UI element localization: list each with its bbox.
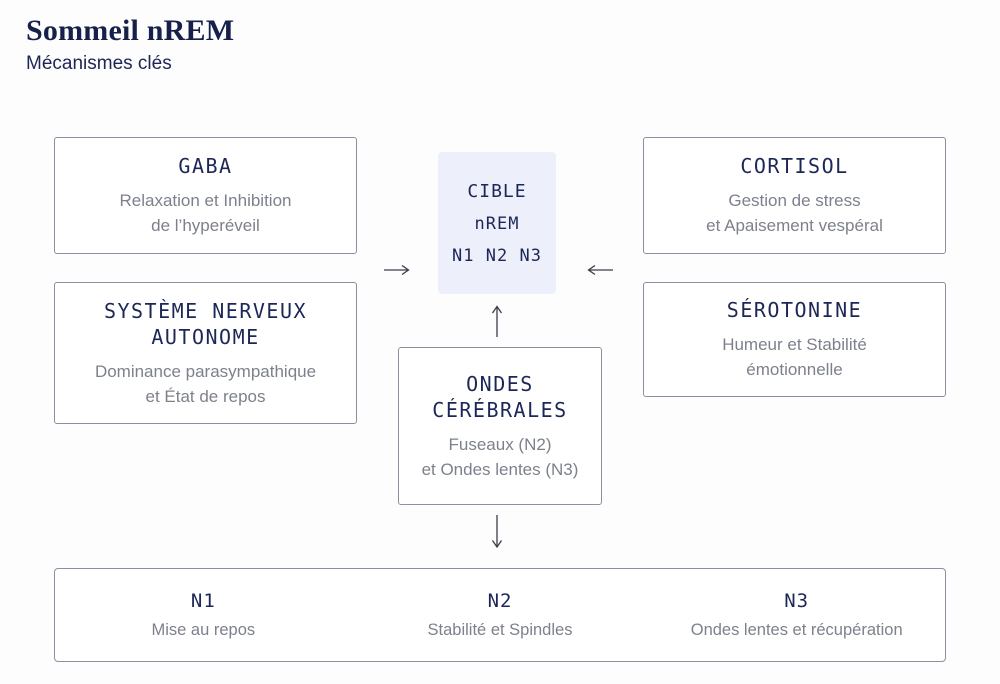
node-cible-nrem: nREM	[474, 213, 520, 234]
node-cortisol: CORTISOL Gestion de stress et Apaisement…	[643, 137, 946, 254]
page-subtitle: Mécanismes clés	[26, 53, 172, 74]
node-sna-title: SYSTÈME NERVEUX AUTONOME	[103, 298, 308, 349]
arrow-down-icon	[491, 515, 503, 549]
node-cible-stages: N1 N2 N3	[452, 245, 542, 266]
node-serotonine-title: SÉROTONINE	[726, 298, 863, 322]
stage-n2-title: N2	[487, 590, 513, 612]
arrow-right-icon	[384, 264, 410, 276]
stage-n1-title: N1	[190, 590, 216, 612]
node-ondes-title: ONDES CÉRÉBRALES	[432, 371, 568, 422]
node-ondes-cerebrales: ONDES CÉRÉBRALES Fuseaux (N2) et Ondes l…	[398, 347, 602, 505]
stages-bar: N1 Mise au repos N2 Stabilité et Spindle…	[54, 568, 946, 662]
stage-n2: N2 Stabilité et Spindles	[352, 569, 649, 661]
node-serotonine: SÉROTONINE Humeur et Stabilité émotionne…	[643, 282, 946, 397]
node-cortisol-title: CORTISOL	[740, 154, 849, 178]
node-gaba-desc: Relaxation et Inhibition de l’hyperéveil	[119, 191, 292, 235]
page-title: Sommeil nREM	[26, 14, 235, 47]
node-systeme-nerveux-autonome: SYSTÈME NERVEUX AUTONOME Dominance paras…	[54, 282, 357, 424]
node-gaba-title: GABA	[178, 154, 233, 178]
stage-n3-desc: Ondes lentes et récupération	[690, 621, 903, 639]
arrow-up-icon	[491, 305, 503, 337]
node-sna-desc: Dominance parasympathique et État de rep…	[94, 361, 317, 406]
stage-n3: N3 Ondes lentes et récupération	[648, 569, 945, 661]
stage-n1: N1 Mise au repos	[55, 569, 352, 661]
stage-n3-title: N3	[784, 590, 810, 612]
node-cortisol-desc: Gestion de stress et Apaisement vespéral	[706, 191, 883, 235]
node-ondes-desc: Fuseaux (N2) et Ondes lentes (N3)	[421, 434, 579, 479]
stage-n1-desc: Mise au repos	[151, 621, 256, 639]
node-gaba: GABA Relaxation et Inhibition de l’hyper…	[54, 137, 357, 254]
node-cible: CIBLE nREM N1 N2 N3	[438, 152, 556, 294]
node-cible-title: CIBLE	[467, 180, 527, 202]
arrow-left-icon	[587, 264, 613, 276]
node-serotonine-desc: Humeur et Stabilité émotionnelle	[722, 335, 867, 379]
stage-n2-desc: Stabilité et Spindles	[427, 621, 573, 639]
